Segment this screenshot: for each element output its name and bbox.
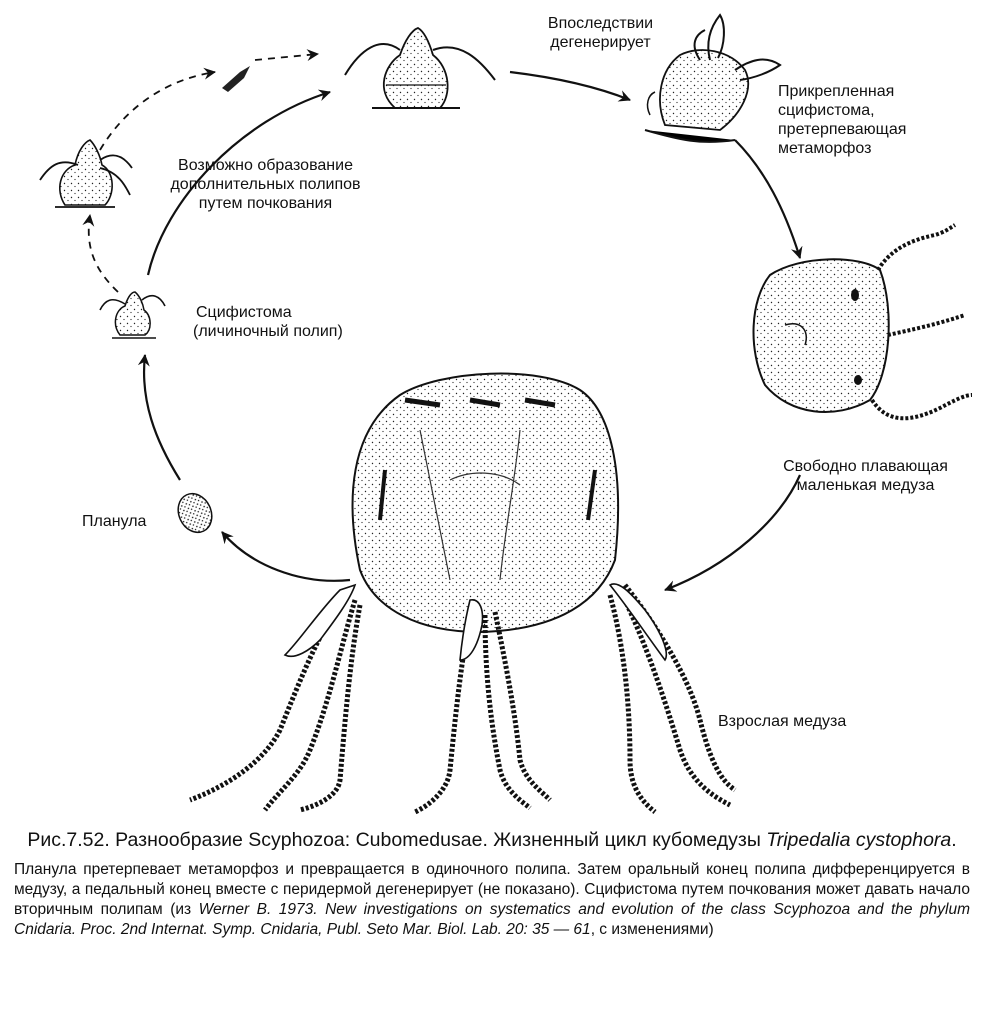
scyphistoma-drawing xyxy=(99,291,166,339)
small-medusa-drawing xyxy=(752,223,973,421)
cycle-arrows xyxy=(137,70,803,592)
arrow-to-small-medusa xyxy=(734,139,803,259)
label-free-swimming-line-2: маленькая медуза xyxy=(796,477,935,494)
label-free-swimming-line-1: Свободно плавающая xyxy=(783,458,948,475)
bud-drawing xyxy=(222,66,250,92)
label-degenerate: Впоследствии дегенерирует xyxy=(533,14,668,52)
label-scyphistoma-line-2: (личиночный полип) xyxy=(193,323,343,340)
caption-body: Планула претерпевает метаморфоз и превра… xyxy=(14,860,970,940)
arrow-to-polyp xyxy=(146,89,331,276)
label-degenerate-line-2: дегенерирует xyxy=(550,34,651,51)
caption-species-name: Tripedalia cystophora xyxy=(766,829,952,851)
label-planula: Планула xyxy=(82,513,147,530)
arrow-to-metamorphosis xyxy=(509,70,631,102)
caption-reference: Werner B. 1973. New investigations on sy… xyxy=(14,901,970,938)
caption-reference-pages: : 35 — 61 xyxy=(523,921,591,938)
label-budding-line-1: Возможно образование xyxy=(178,157,353,174)
label-budding-line-2: дополнительных полипов xyxy=(170,176,361,193)
caption-body-end: , с изменениями) xyxy=(590,921,714,938)
label-budding-line-3: путем почкования xyxy=(198,195,333,212)
life-cycle-illustration xyxy=(39,13,973,815)
polyp-drawing xyxy=(344,27,496,109)
budding-arrows xyxy=(82,49,319,293)
arrow-budding-2 xyxy=(99,67,216,151)
label-adult-medusa: Взрослая медуза xyxy=(718,713,847,730)
arrow-budding-3 xyxy=(254,49,319,62)
caption-title: Рис.7.52. Разнообразие Scyphozoa: Cubome… xyxy=(14,828,970,852)
label-attached-line-4: метаморфоз xyxy=(778,140,872,157)
caption-body-text: Планула претерпевает метаморфоз и превра… xyxy=(14,861,970,918)
arrow-to-planula xyxy=(221,531,351,582)
planula-drawing xyxy=(177,492,213,534)
label-attached-line-2: сцифистома, xyxy=(778,102,875,119)
arrow-to-adult xyxy=(664,474,802,592)
label-free-swimming: Свободно плавающая маленькая медуза xyxy=(758,457,973,495)
arrow-to-scyphistoma xyxy=(137,354,181,481)
adult-medusa-drawing xyxy=(189,372,737,815)
metamorphosing-scyphistoma-drawing xyxy=(644,13,782,143)
caption-title-lead: Рис.7.52. Разнообразие Scyphozoa: Cubome… xyxy=(27,829,767,851)
budding-polyp-drawing xyxy=(39,139,133,208)
label-budding: Возможно образование дополнительных поли… xyxy=(143,156,388,213)
label-attached-line-3: претерпевающая xyxy=(778,121,907,138)
figure-caption: Рис.7.52. Разнообразие Scyphozoa: Cubome… xyxy=(14,828,970,940)
label-degenerate-line-1: Впоследствии xyxy=(547,15,654,32)
label-scyphistoma-line-1: Сцифистома xyxy=(196,304,292,321)
label-scyphistoma: Сцифистома (личиночный полип) xyxy=(193,303,343,341)
label-attached-line-1: Прикрепленная xyxy=(778,83,895,100)
caption-title-end: . xyxy=(951,829,957,851)
arrow-budding-1 xyxy=(82,214,119,293)
label-attached-scyphistoma: Прикрепленная сцифистома, претерпевающая… xyxy=(778,82,906,158)
